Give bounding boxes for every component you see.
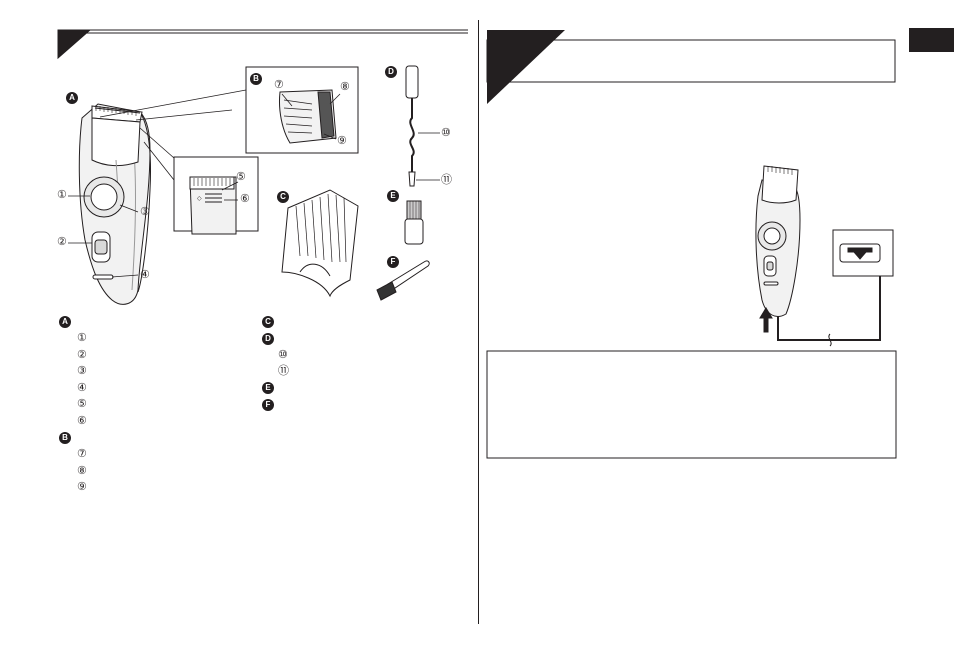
dial-detail-illustration: ◇ bbox=[173, 156, 259, 235]
left-header-corner bbox=[57, 29, 92, 60]
legend-badge-C: C bbox=[262, 316, 274, 328]
callout-4: ④ bbox=[140, 269, 150, 281]
legend-item-9: ⑨ bbox=[77, 481, 87, 493]
figure-label-B: B bbox=[250, 73, 262, 85]
svg-text:◇: ◇ bbox=[197, 196, 202, 202]
legend-item-4: ④ bbox=[77, 382, 87, 394]
legend-item-3: ③ bbox=[77, 365, 87, 377]
legend-item-1: ① bbox=[77, 332, 87, 344]
figure-label-C: C bbox=[277, 191, 289, 203]
language-tab bbox=[909, 28, 954, 52]
figure-label-A: A bbox=[66, 92, 78, 104]
figure-label-E: E bbox=[387, 190, 399, 202]
legend-item-10: ⑩ bbox=[278, 349, 288, 361]
legend-badge-A: A bbox=[59, 316, 71, 328]
legend-item-8: ⑧ bbox=[77, 465, 87, 477]
callout-9: ⑨ bbox=[337, 135, 347, 147]
figure-label-F: F bbox=[387, 256, 399, 268]
notice-box bbox=[486, 350, 897, 459]
legend-badge-E: E bbox=[262, 382, 274, 394]
callout-2: ② bbox=[57, 236, 67, 248]
callout-5: ⑤ bbox=[236, 171, 246, 183]
right-header-corner bbox=[487, 30, 565, 104]
callout-10: ⑩ bbox=[441, 127, 451, 139]
callout-11: ⑪ bbox=[441, 174, 452, 186]
cleaning-brush-illustration bbox=[376, 260, 430, 301]
page-divider bbox=[478, 20, 479, 624]
callout-1: ① bbox=[57, 189, 67, 201]
comb-attachment-illustration bbox=[281, 189, 359, 298]
legend-item-6: ⑥ bbox=[77, 415, 87, 427]
oil-bottle-illustration bbox=[404, 200, 424, 245]
right-header-box bbox=[486, 39, 896, 83]
ac-adaptor-illustration bbox=[405, 65, 440, 187]
callout-8: ⑧ bbox=[340, 81, 350, 93]
legend-item-2: ② bbox=[77, 349, 87, 361]
legend-item-11: ⑪ bbox=[278, 365, 289, 377]
callout-7: ⑦ bbox=[274, 79, 284, 91]
charging-clipper-illustration bbox=[755, 165, 894, 347]
callout-3: ③ bbox=[140, 206, 150, 218]
legend-badge-D: D bbox=[262, 333, 274, 345]
blade-detail-illustration bbox=[245, 66, 359, 154]
legend-item-7: ⑦ bbox=[77, 448, 87, 460]
legend-badge-B: B bbox=[59, 432, 71, 444]
callout-6: ⑥ bbox=[240, 193, 250, 205]
legend-badge-F: F bbox=[262, 399, 274, 411]
legend-item-5: ⑤ bbox=[77, 398, 87, 410]
figure-label-D: D bbox=[385, 66, 397, 78]
